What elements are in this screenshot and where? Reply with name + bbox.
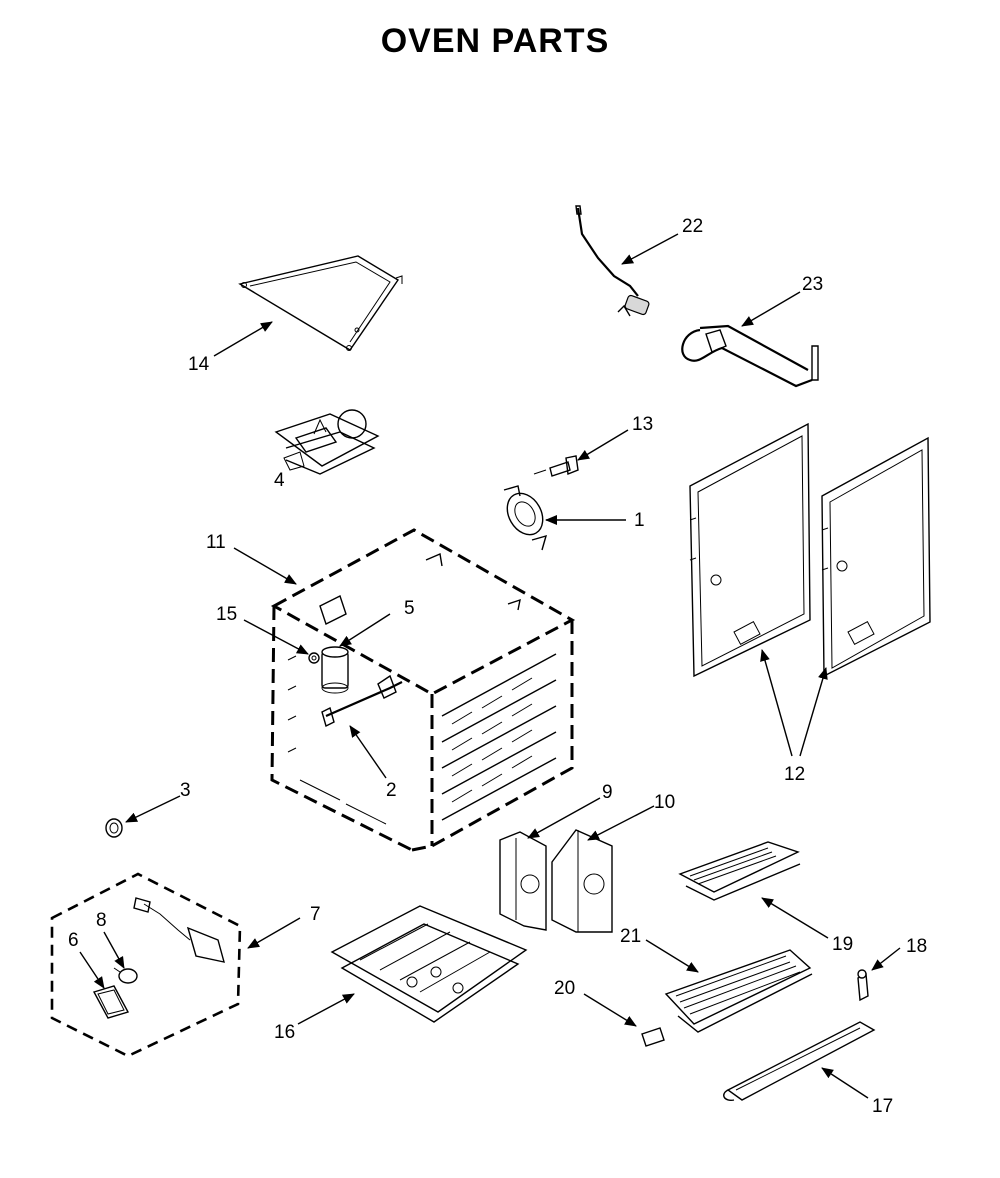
- part-20-clip: [641, 1027, 665, 1047]
- callout-leaders: [79, 233, 901, 1099]
- part-15-nut: [308, 652, 320, 664]
- part-21-lower-element: [664, 949, 813, 1033]
- part-14-top-plate: [238, 255, 403, 351]
- callout-12: 12: [784, 764, 805, 785]
- callout-8: 8: [96, 910, 107, 931]
- callout-13: 13: [632, 414, 653, 435]
- callout-23: 23: [802, 274, 823, 295]
- part-8-bulb: [113, 967, 138, 984]
- callout-10: 10: [654, 792, 675, 813]
- part-10-bracket: [551, 829, 613, 933]
- part-19-bake-element: [678, 841, 801, 901]
- part-18-screw: [857, 969, 869, 1002]
- part-7-light-kit: [50, 872, 242, 1058]
- part-6-lens: [92, 985, 130, 1019]
- callout-6: 6: [68, 930, 79, 951]
- callout-15: 15: [216, 604, 237, 625]
- part-2-wire-harness: [321, 674, 403, 728]
- callout-2: 2: [386, 780, 397, 801]
- callout-7: 7: [310, 904, 321, 925]
- part-12-rear-panels: [689, 422, 931, 678]
- callout-11: 11: [206, 532, 226, 553]
- diagram-title: OVEN PARTS: [380, 22, 610, 60]
- part-23-broil-element: [681, 324, 819, 388]
- part-1-gasket: [503, 469, 548, 551]
- callout-5: 5: [404, 598, 415, 619]
- callout-9: 9: [602, 782, 613, 803]
- part-22-wire-probe: [575, 205, 650, 317]
- part-4-latch-assembly: [274, 409, 380, 475]
- callout-22: 22: [682, 216, 703, 237]
- part-17-hidden-element: [723, 1021, 876, 1102]
- callout-17: 17: [872, 1096, 893, 1117]
- callout-4: 4: [274, 470, 285, 491]
- callout-1: 1: [634, 510, 645, 531]
- callout-20: 20: [554, 978, 575, 999]
- callout-18: 18: [906, 936, 927, 957]
- part-3-grommet: [105, 818, 123, 838]
- part-11-oven-cavity: [270, 528, 576, 852]
- part-5-sensor: [321, 646, 349, 694]
- callout-16: 16: [274, 1022, 295, 1043]
- callout-14: 14: [188, 354, 210, 375]
- callout-21: 21: [620, 926, 641, 947]
- callout-labels: 14 22 23 4 13 1 11 15 5 2 3 12 9 10 7 8 …: [68, 216, 927, 1117]
- part-13-screw: [549, 455, 579, 477]
- callout-19: 19: [832, 934, 853, 955]
- part-16-broiler-pan: [330, 905, 528, 1023]
- callout-3: 3: [180, 780, 191, 801]
- part-9-bracket: [499, 831, 547, 931]
